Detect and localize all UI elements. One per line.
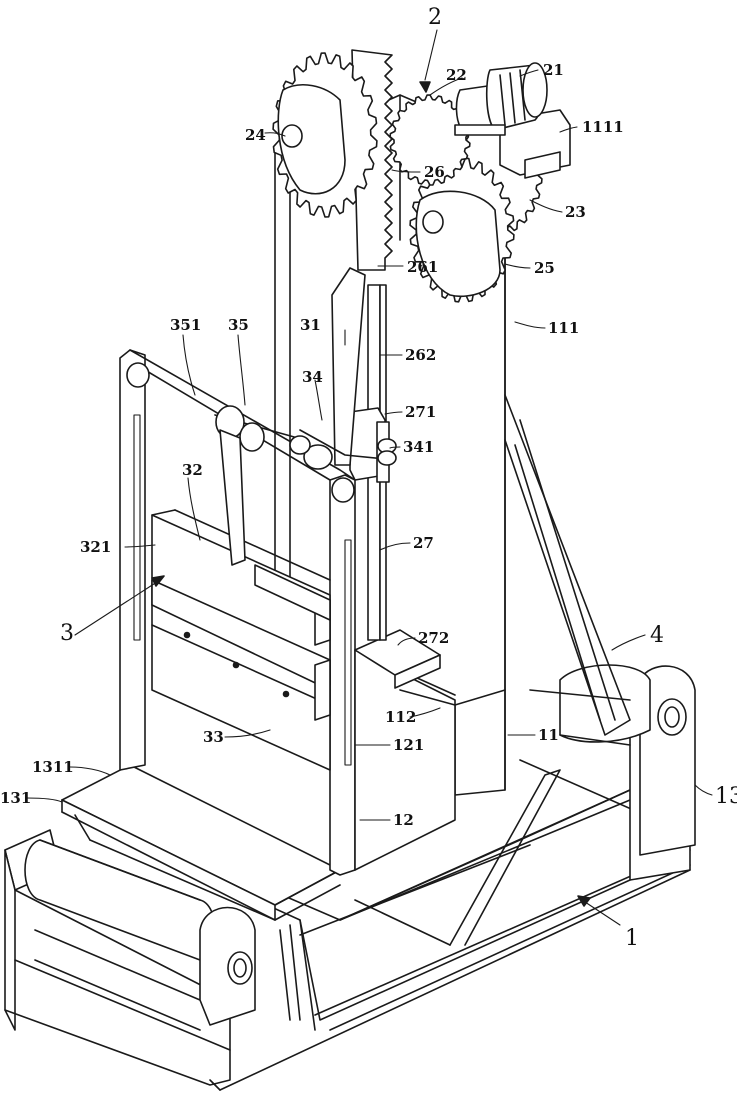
label-1111: 1111: [582, 118, 624, 136]
label-35: 35: [228, 316, 249, 334]
label-131: 131: [0, 789, 31, 807]
label-351: 351: [170, 316, 201, 334]
label-27: 27: [413, 534, 434, 552]
label-21: 21: [543, 61, 564, 79]
label-262: 262: [405, 346, 436, 364]
label-11: 11: [538, 726, 559, 744]
label-25: 25: [534, 259, 555, 277]
label-24: 24: [245, 126, 266, 144]
label-22: 22: [446, 66, 467, 84]
label-13: 13: [715, 784, 737, 809]
label-1311: 1311: [32, 758, 74, 776]
label-2: 2: [428, 5, 442, 30]
label-321: 321: [80, 538, 111, 556]
label-31: 31: [300, 316, 321, 334]
label-112: 112: [385, 708, 416, 726]
label-3: 3: [60, 621, 74, 646]
label-23: 23: [565, 203, 586, 221]
label-26: 26: [424, 163, 445, 181]
label-12: 12: [393, 811, 414, 829]
label-261: 261: [407, 258, 438, 276]
label-341: 341: [403, 438, 434, 456]
label-34: 34: [302, 368, 323, 386]
label-1: 1: [625, 926, 639, 951]
label-271: 271: [405, 403, 436, 421]
label-111: 111: [548, 319, 579, 337]
label-4: 4: [650, 623, 664, 648]
label-33: 33: [203, 728, 224, 746]
label-272: 272: [418, 629, 449, 647]
arrow-icon: [420, 82, 430, 92]
label-121: 121: [393, 736, 424, 754]
label-32: 32: [182, 461, 203, 479]
